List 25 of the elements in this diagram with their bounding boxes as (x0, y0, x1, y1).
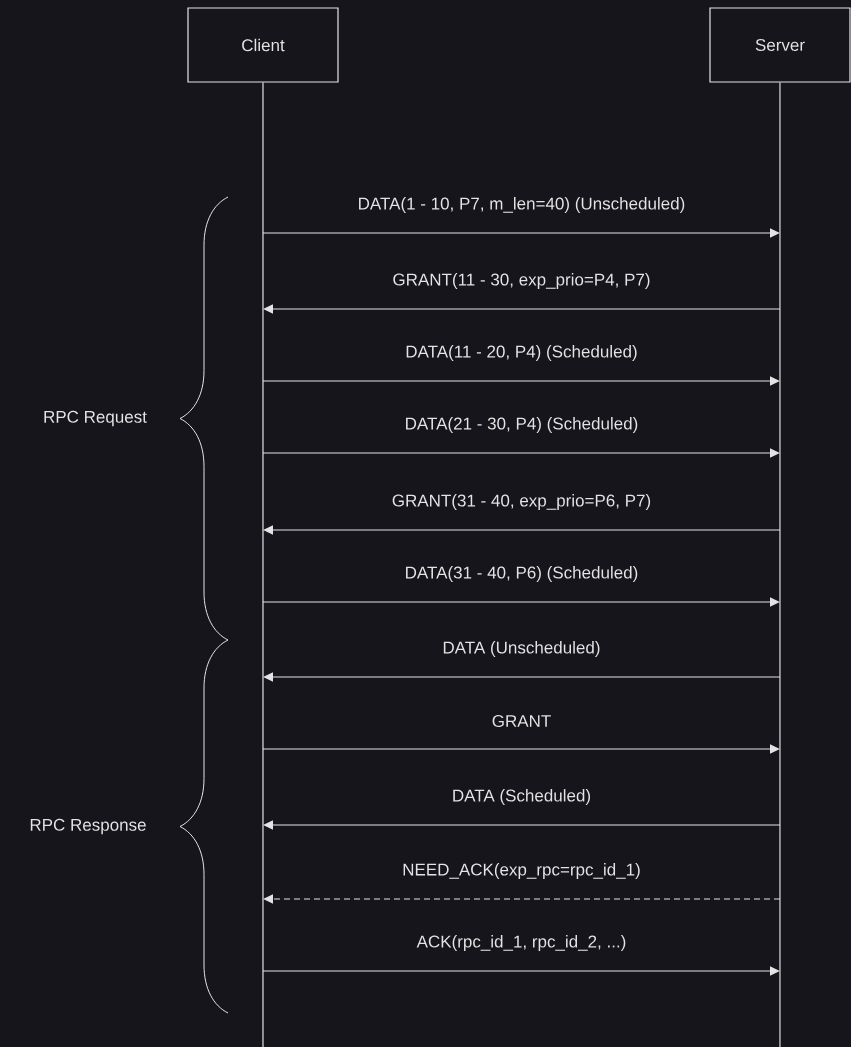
participant-box: Server (709, 7, 851, 83)
message-arrow (263, 820, 781, 830)
message-arrow (263, 525, 781, 535)
edge-label: ACK(rpc_id_1, rpc_id_2, ...) (415, 934, 628, 952)
message-arrow (263, 304, 781, 314)
message-arrow (263, 672, 781, 682)
edge-label: GRANT(31 - 40, exp_prio=P6, P7) (390, 493, 653, 511)
message-arrow (263, 894, 781, 904)
edge-label: DATA(1 - 10, P7, m_len=40) (Unscheduled) (356, 196, 687, 214)
edge-label: DATA(11 - 20, P4) (Scheduled) (404, 344, 639, 362)
edge-label: NEED_ACK(exp_rpc=rpc_id_1) (401, 862, 642, 880)
message-arrow (262, 597, 780, 607)
brace-label: RPC Request (44, 410, 147, 427)
message-arrow (262, 448, 780, 458)
edge-label: GRANT(11 - 30, exp_prio=P4, P7) (391, 272, 652, 290)
edge-label: DATA(31 - 40, P6) (Scheduled) (403, 565, 640, 583)
brace-label: RPC Response (30, 818, 146, 835)
message-arrow (262, 376, 780, 386)
edge-label: DATA(21 - 30, P4) (Scheduled) (403, 416, 640, 434)
participant-box: Client (187, 7, 339, 83)
message-arrow (262, 744, 780, 754)
message-arrow (262, 966, 780, 976)
edge-label: DATA (Unscheduled) (441, 640, 602, 658)
edge-label: DATA (Scheduled) (450, 788, 593, 806)
message-arrow (262, 228, 780, 238)
